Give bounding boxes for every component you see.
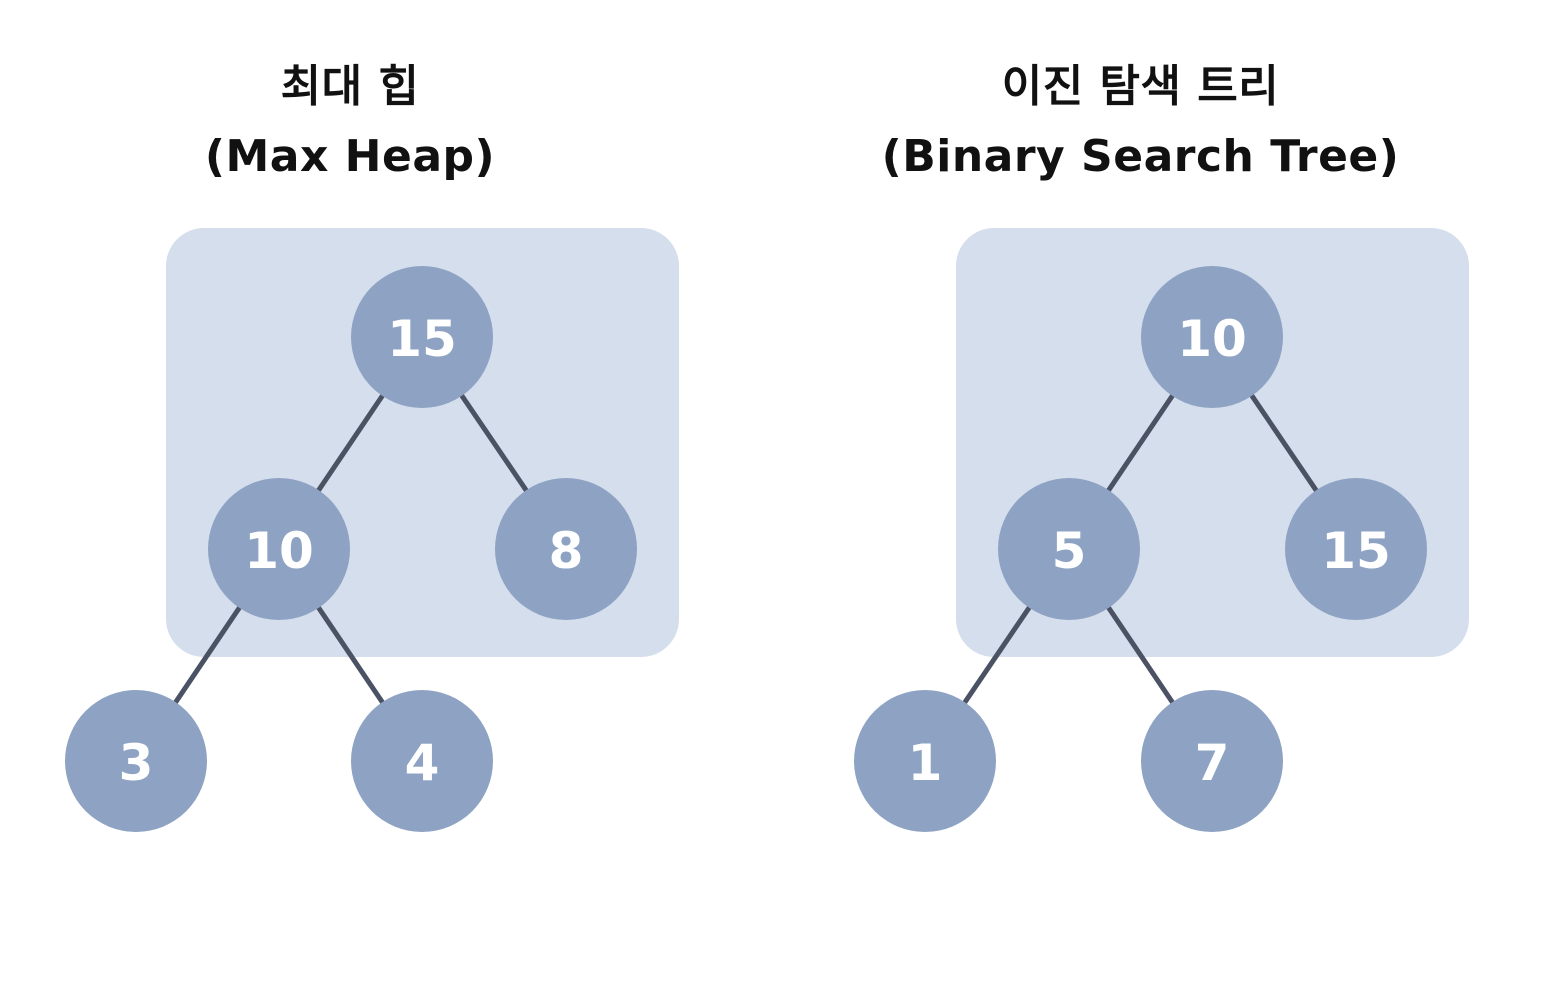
bst-tree: 10 5 15 1 7 bbox=[854, 266, 1427, 832]
max-heap-node-circle bbox=[351, 266, 493, 408]
max-heap-node-value: 3 bbox=[119, 734, 154, 792]
max-heap-title-korean: 최대 힙 bbox=[280, 61, 420, 112]
bst-node-value: 7 bbox=[1195, 734, 1230, 792]
max-heap-panel: 최대 힙 (Max Heap) 15 10 8 3 4 bbox=[0, 52, 700, 832]
max-heap-node-root: 15 bbox=[351, 266, 493, 408]
max-heap-node-right: 8 bbox=[495, 478, 637, 620]
max-heap-node-value: 15 bbox=[387, 310, 457, 368]
bst-title-english: (Binary Search Tree) bbox=[881, 131, 1400, 182]
max-heap-node-value: 8 bbox=[549, 522, 584, 580]
max-heap-node-circle bbox=[65, 690, 207, 832]
max-heap-node-value: 10 bbox=[244, 522, 314, 580]
bst-node-right: 15 bbox=[1285, 478, 1427, 620]
bst-node-circle bbox=[1141, 266, 1283, 408]
max-heap-node-circle bbox=[208, 478, 350, 620]
bst-node-value: 1 bbox=[908, 734, 943, 792]
bst-node-left-right: 7 bbox=[1141, 690, 1283, 832]
bst-node-circle bbox=[854, 690, 996, 832]
max-heap-node-left-left: 3 bbox=[65, 690, 207, 832]
max-heap-node-circle bbox=[495, 478, 637, 620]
bst-node-root: 10 bbox=[1141, 266, 1283, 408]
bst-node-left-left: 1 bbox=[854, 690, 996, 832]
bst-node-value: 10 bbox=[1177, 310, 1247, 368]
max-heap-node-value: 4 bbox=[405, 734, 440, 792]
max-heap-title: 최대 힙 (Max Heap) bbox=[0, 52, 700, 192]
max-heap-node-left: 10 bbox=[208, 478, 350, 620]
max-heap-tree: 15 10 8 3 4 bbox=[65, 266, 637, 832]
bst-node-circle bbox=[1141, 690, 1283, 832]
bst-title-korean: 이진 탐색 트리 bbox=[1001, 61, 1280, 112]
bst-title: 이진 탐색 트리 (Binary Search Tree) bbox=[773, 52, 1508, 192]
bst-panel: 이진 탐색 트리 (Binary Search Tree) 10 5 15 1 7 bbox=[773, 0, 1546, 990]
bst-node-left: 5 bbox=[998, 478, 1140, 620]
bst-node-circle bbox=[1285, 478, 1427, 620]
bst-node-value: 15 bbox=[1321, 522, 1391, 580]
bst-node-value: 5 bbox=[1052, 522, 1087, 580]
bst-node-circle bbox=[998, 478, 1140, 620]
max-heap-node-left-right: 4 bbox=[351, 690, 493, 832]
max-heap-title-english: (Max Heap) bbox=[204, 131, 496, 182]
max-heap-node-circle bbox=[351, 690, 493, 832]
